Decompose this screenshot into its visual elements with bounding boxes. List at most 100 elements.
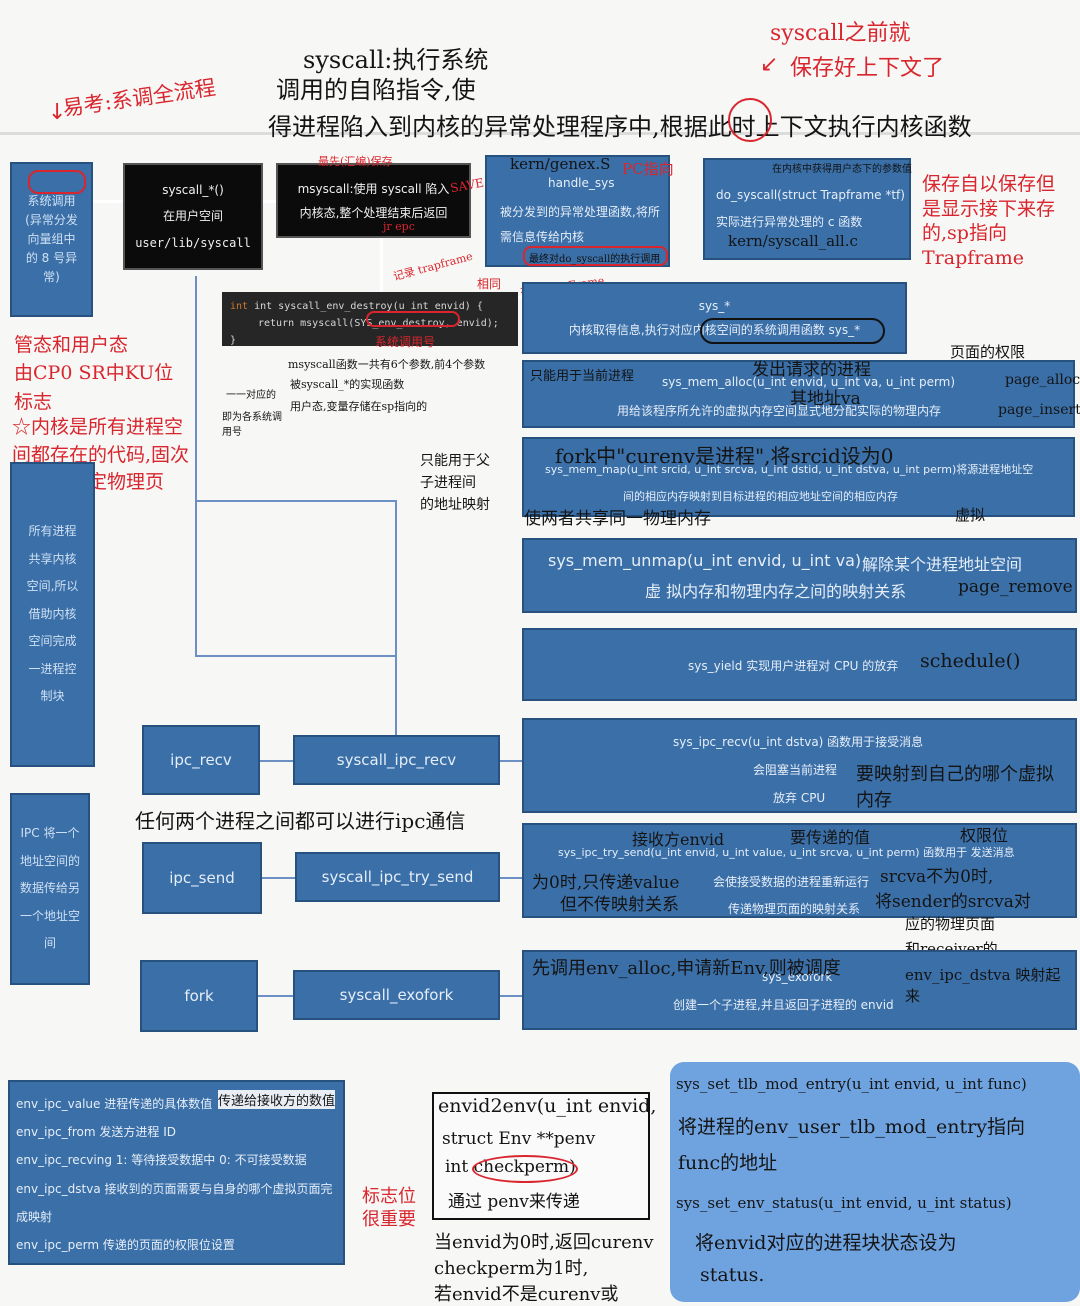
note-title-2: 调用的自陷指令,使 [276,76,476,104]
env-field-desc: 1: 等待接受数据中 0: 不可接受数据 [115,1153,307,1168]
note-page-insert: page_insert [998,402,1080,418]
ipc-recv-sys-box [522,718,1077,813]
note-page-remove: page_remove [958,577,1073,597]
ipc-recv-label: ipc_recv [170,751,232,769]
mem-map-box [522,437,1075,517]
ipc-send-box[interactable]: ipc_send [142,842,262,914]
tree-line [260,760,293,762]
tree-line [262,877,295,879]
note-kernel-2: 由CP0 SR中KU位 [14,362,174,384]
mem-alloc-sig: sys_mem_alloc(u_int envid, u_int va, u_i… [662,375,956,389]
note-cmt2: 被syscall_*的实现函数 [290,378,405,391]
envid-line-1: envid2env(u_int envid, [438,1095,657,1117]
unmap-body-2: 虚 拟内存和物理内存之间的映射关系 [645,582,907,601]
fork-box[interactable]: fork [140,960,258,1032]
connector [380,238,383,298]
env-field-row: env_ipc_dstva 接收到的页面需要与自身的哪个虚拟页面完成映射 [16,1175,337,1231]
blue-line-3: func的地址 [678,1152,778,1174]
note-only-parent-2: 子进程间 [420,475,476,491]
ipc-send-b2: 传递物理页面的映射关系 [728,902,861,916]
code-line1: int syscall_env_destroy(u_int envid) { [254,301,483,312]
envid-line-2: struct Env **penv [442,1129,596,1149]
mem-alloc-body: 用给该程序所允许的虚拟内存空间显式地分配实际的物理内存 [617,404,942,418]
note-cmt1: msyscall函数一共有6个参数,前4个参数 [288,358,486,371]
arrow-down-icon: ↓ [48,100,67,125]
unmap-body-1: 解除某个进程地址空间 [862,555,1023,574]
arrow-icon: ↙ [760,52,779,77]
red-outline [366,311,460,327]
note-cmt4: 一一对应的 [226,390,276,401]
exception-text: 系统调用 (异常分发向量组中的 8 号异常) [25,193,78,285]
tree-line [195,500,395,502]
ipc-recv-sig: sys_ipc_recv(u_int dstva) 函数用于接受消息 [673,735,924,749]
connector [93,200,123,203]
code-line3: } [230,335,237,346]
syscall-box: syscall_*() 在用户空间 user/lib/syscall [123,163,263,270]
note-exofork: 先调用env_alloc,申请新Env,则被调度 [532,958,841,979]
syscall-exofork-label: syscall_exofork [339,986,454,1004]
ipc-recv-box[interactable]: ipc_recv [142,725,260,795]
exofork-sig: sys_exofork [762,970,833,984]
exofork-body: 创建一个子进程,并且返回子进程的 envid [673,998,894,1012]
note-virtual: 虚拟 [955,506,986,524]
tree-line [195,276,197,656]
note-srcva-1: srcva不为0时, [880,867,994,887]
ipc-desc-box: IPC 将一个地址空间的数据传给另一个地址空间 [10,793,90,985]
red-outline [28,170,86,194]
note-only-parent-1: 只能用于父 [420,453,490,469]
note-first-save: 最先(汇编)保存 [318,155,393,168]
blue-line-1: sys_set_tlb_mod_entry(u_int envid, u_int… [676,1075,1027,1093]
ipc-send-b1: 会使接受数据的进程重新运行 [713,875,870,889]
note-save-right: 保存自以保存但是显示接下来存的,sp指向Trapframe [922,173,1056,270]
connector [263,200,276,203]
note-ipc: 任何两个进程之间都可以进行ipc通信 [135,809,466,833]
do-syscall-box [703,158,911,260]
shared-kernel-text: 所有进程共享内核空间,所以借助内核空间完成一进程控制块 [26,523,79,704]
note-asm: kern/genex.S [510,155,611,173]
note-sys-num: 系统调用号 [375,335,436,349]
envid-line-6: checkperm为1时, [434,1258,589,1279]
note-req-proc: 发出请求的进程 [752,360,871,380]
note-title-3: 得进程陷入到内核的异常处理程序中,根据此时上下文执行内核函数 [268,113,972,141]
syscall-ipc-recv-box[interactable]: syscall_ipc_recv [293,735,500,785]
note-only-parent-3: 的地址映射 [420,497,490,513]
syscall-ipc-try-send-box[interactable]: syscall_ipc_try_send [295,852,500,902]
exception-box: 系统调用 (异常分发向量组中的 8 号异常) [10,162,93,317]
env-field-row: env_ipc_value 进程传递的具体数值 [16,1090,337,1118]
note-recv-env: 接收方envid [632,830,725,849]
ipc-desc-text: IPC 将一个地址空间的数据传给另一个地址空间 [20,826,81,951]
do-syscall-body: 实际进行异常处理的 c 函数 [716,215,863,229]
sys-star-body: 内核取得信息,执行对应内核空间的系统调用函数 sys_* [568,323,861,337]
note-page-alloc: page_alloc [1005,372,1080,388]
syscall-title: syscall_*() [162,182,224,197]
shared-kernel-box: 所有进程共享内核空间,所以借助内核空间完成一进程控制块 [10,462,95,767]
note-fork: fork中"curenv是进程",将srcid设为0 [555,444,894,468]
note-same-phys: 使两者共享同一物理内存 [524,509,711,529]
note-srcva-3: 应的物理页面 [905,915,996,933]
tree-line [500,995,524,997]
red-outline [472,1155,578,1183]
env-field-desc: 传递的页面的权限位设置 [102,1237,235,1252]
msyscall-text: msyscall:使用 syscall 陷入内核态,整个处理结束后返回 [297,181,450,220]
env-field-desc: 发送方进程 ID [99,1125,177,1140]
note-kernel-3: 标志 [14,391,53,413]
syscall-exofork-box[interactable]: syscall_exofork [293,970,500,1020]
circle-annotation [728,98,772,142]
tree-line [258,995,293,997]
ipc-send-sig: sys_ipc_try_send(u_int envid, u_int valu… [558,846,1015,859]
fork-label: fork [184,987,214,1005]
note-top-right-1: syscall之前就 [770,21,911,46]
note-top-left: 易考:系调全流程 [61,75,218,121]
note-kernel-1: 管态和用户态 [14,334,129,356]
blue-line-4: sys_set_env_status(u_int envid, u_int st… [676,1194,1012,1212]
mem-alloc-box [522,360,1075,428]
note-perm-page: 页面的权限 [950,343,1026,361]
note-zero-1: 为0时,只传递value [532,873,680,893]
code-line2: return msyscall(SYS_env_destroy, envid); [258,318,499,329]
note-important: 标志位很重要 [362,1186,416,1231]
handle-sys-red: 最终对do_syscall的执行调用 [523,246,668,266]
note-title-1: syscall:执行系统 [303,46,489,74]
note-recv-map: 要映射到自己的哪个虚拟内存 [856,764,1054,811]
note-srcva-5: env_ipc_dstva 映射起来 [905,966,1061,1005]
syscall-ipc-recv-label: syscall_ipc_recv [336,751,457,769]
